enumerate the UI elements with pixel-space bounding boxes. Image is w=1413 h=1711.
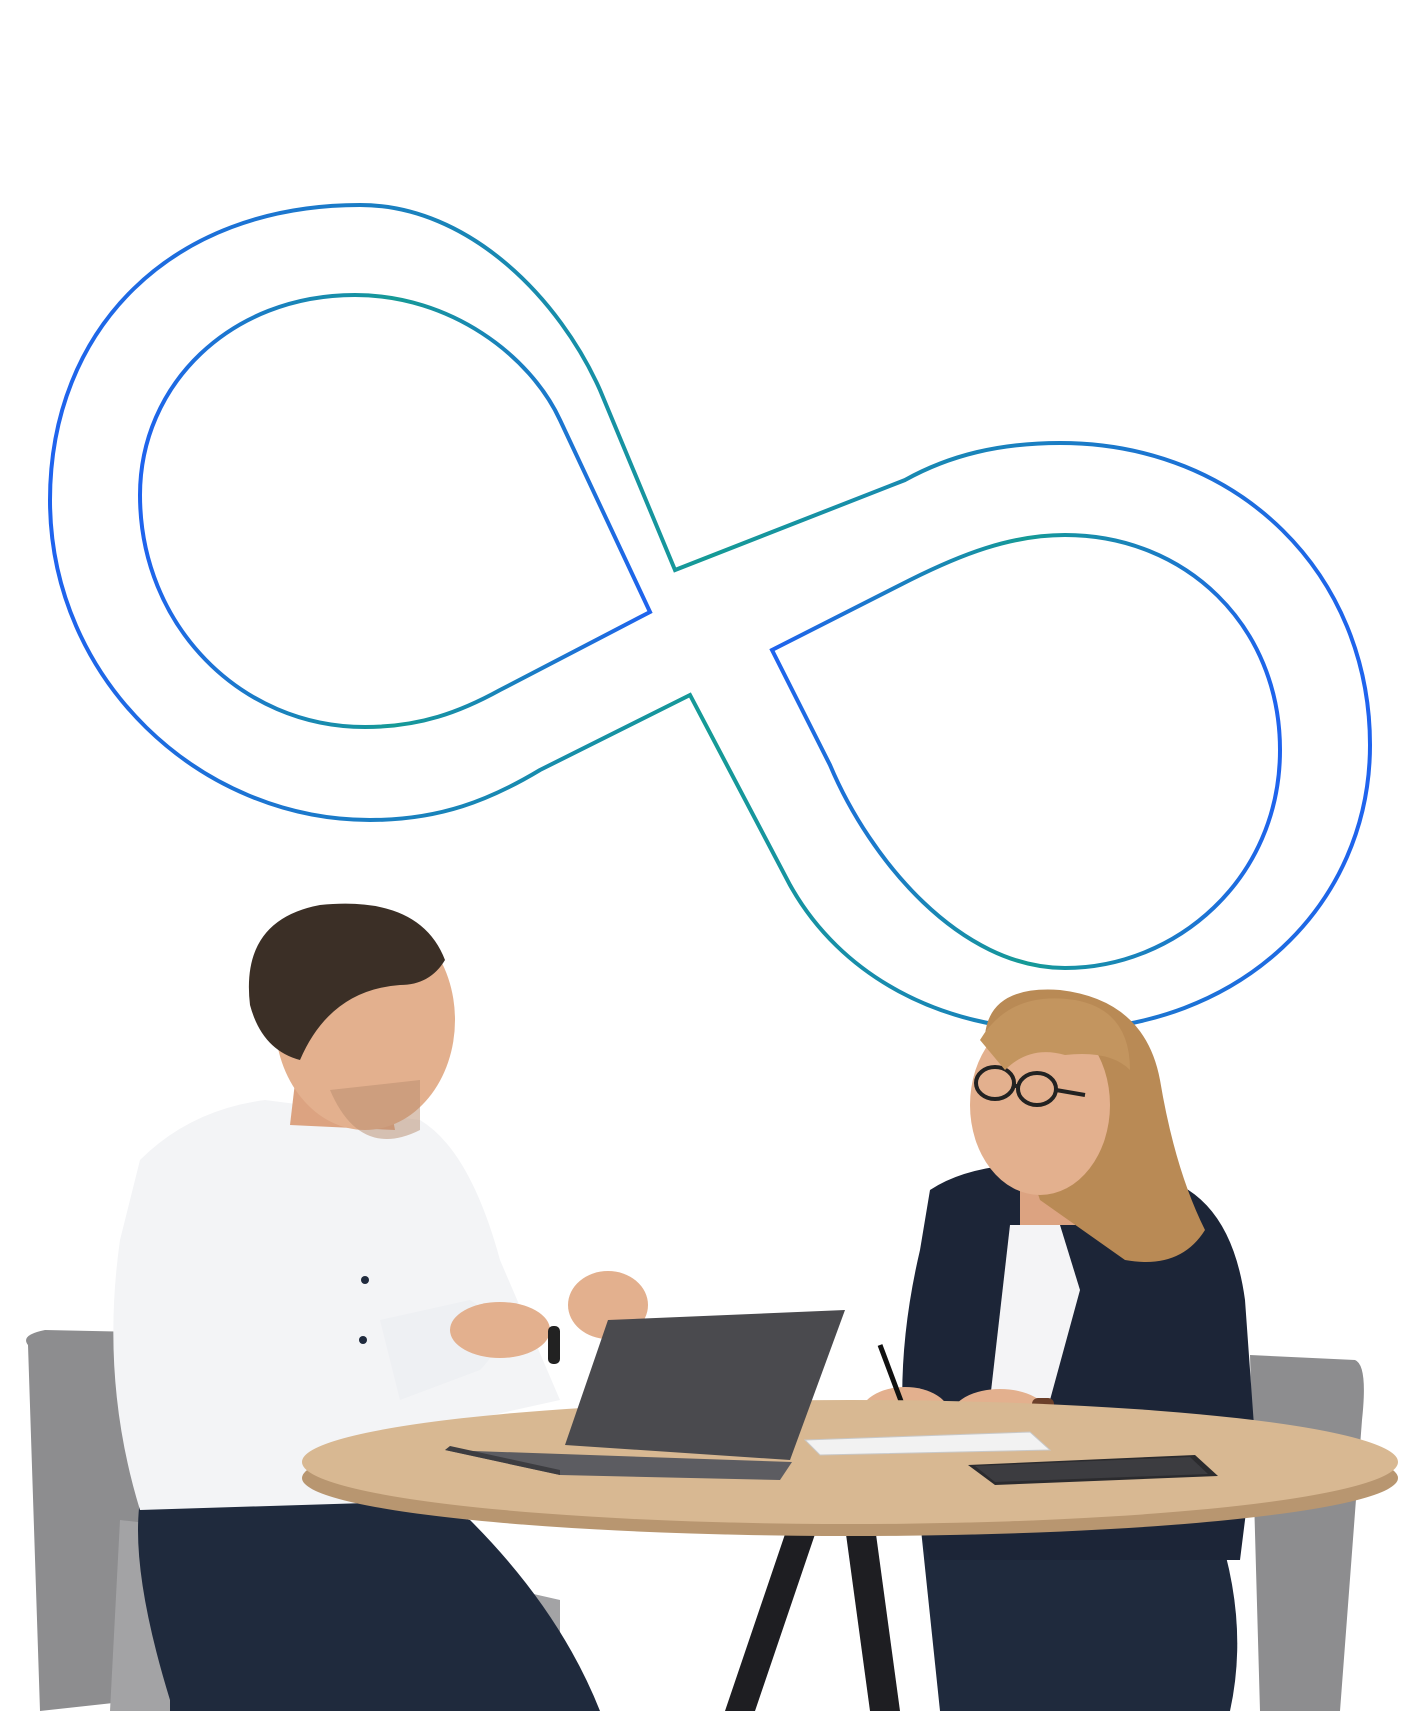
tablet — [968, 1455, 1218, 1485]
notepad — [803, 1431, 1052, 1456]
infinity-loop-icon — [47, 202, 1373, 1033]
man-figure — [113, 903, 648, 1711]
glasses — [974, 1065, 1086, 1107]
laptop — [445, 1310, 845, 1480]
